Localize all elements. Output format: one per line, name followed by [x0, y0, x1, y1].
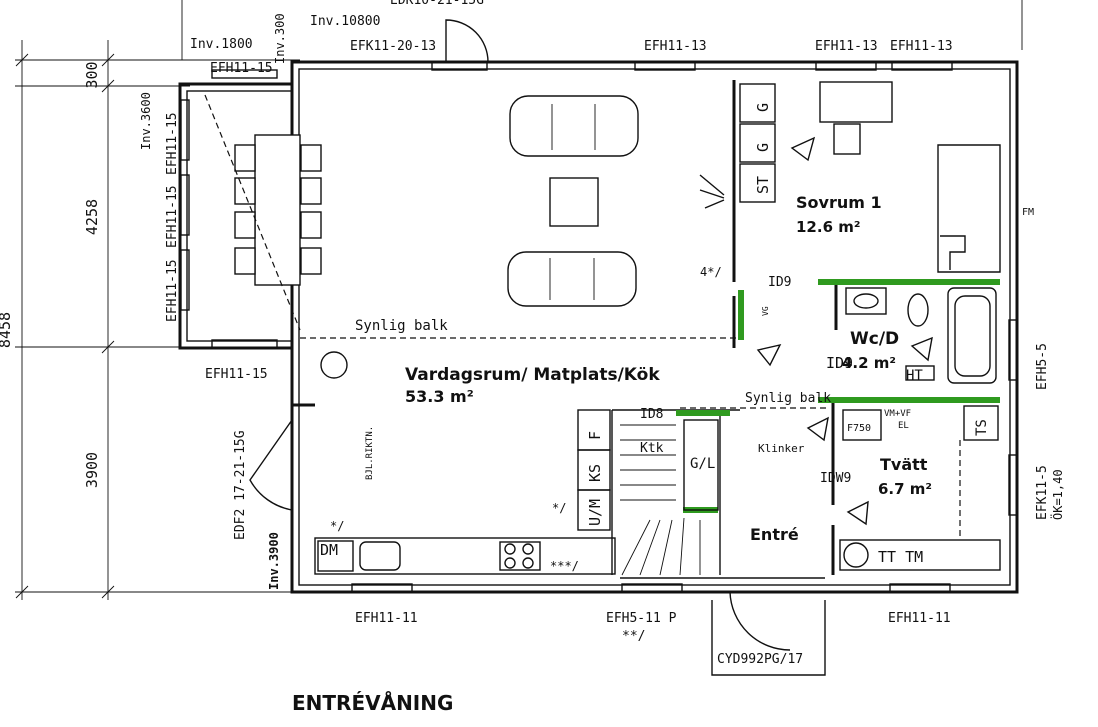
cabinet-f: F — [586, 431, 604, 440]
window-top-right-a: EFH11-13 — [815, 39, 878, 54]
window-right-upper: EFH5-5 — [1035, 343, 1050, 390]
room-living-area: 53.3 m² — [405, 387, 474, 406]
el-label: EL — [898, 421, 909, 431]
door-top-cut: EDK10-21-15G — [390, 0, 484, 8]
living-furniture — [507, 95, 725, 307]
room-wc-name: Wc/D — [850, 329, 899, 349]
star-2: */ — [552, 501, 566, 515]
inv-10800: Inv.10800 — [310, 14, 380, 29]
vm-vf-label: VM+VF — [884, 409, 911, 419]
window-left-under: EFH11-15 — [205, 367, 268, 382]
dim-3900: 3900 — [83, 452, 101, 488]
dim-300: 300 — [83, 61, 101, 88]
bedroom-furniture — [739, 81, 1001, 273]
closet-g1: G — [754, 103, 772, 112]
window-bottom-right: EFH11-11 — [888, 611, 951, 626]
star-3: ***/ — [550, 559, 579, 573]
visible-beam-2: Synlig balk — [745, 391, 831, 406]
laundry-fixtures — [839, 405, 1001, 571]
dining-set — [204, 94, 322, 331]
door-swings — [249, 19, 826, 676]
window-left-upper: EFH11-15 — [165, 112, 180, 175]
staircase — [620, 419, 719, 576]
f750-label: F750 — [847, 423, 871, 434]
bjl-label: BJL.RIKTN. — [365, 426, 375, 480]
closet-g2: G — [754, 143, 772, 152]
plan-title: ENTRÉVÅNING — [292, 691, 453, 715]
room-living-name: Vardagsrum/ Matplats/Kök — [405, 365, 660, 385]
kitchen — [314, 409, 616, 575]
inv-3900: Inv.3900 — [267, 532, 281, 590]
door-left: EDF2 17-21-15G — [233, 430, 248, 540]
dim-8458: 8458 — [0, 312, 14, 348]
window-right-lower-note: ÖK=1,40 — [1049, 469, 1065, 520]
window-top-left: EFH11-15 — [210, 61, 273, 76]
inv-300: Inv.300 — [273, 13, 287, 64]
star-1: */ — [330, 519, 344, 533]
heater-ht: HT — [906, 368, 923, 384]
room-laundry-name: Tvätt — [880, 455, 928, 474]
dishwasher-dm: DM — [320, 541, 338, 559]
door-top: EFK11-20-13 — [350, 39, 436, 54]
window-bottom-center: EFH5-11 P — [606, 611, 677, 626]
room-bedroom-name: Sovrum 1 — [796, 193, 882, 212]
visible-beam-1: Synlig balk — [355, 318, 448, 334]
door-id9: ID9 — [768, 275, 791, 290]
star-4: 4*/ — [700, 265, 722, 279]
inv-3600: Inv.3600 — [139, 92, 153, 150]
door-idw9: IDW9 — [820, 471, 851, 486]
cabinet-um: U/M — [586, 499, 604, 526]
window-top-center: EFH11-13 — [644, 39, 707, 54]
window-top-right-b: EFH11-13 — [890, 39, 953, 54]
section-markers — [756, 136, 933, 526]
window-bottom-left: EFH11-11 — [355, 611, 418, 626]
window-bottom-center-mark: **/ — [622, 629, 645, 644]
dim-4258: 4258 — [83, 199, 101, 235]
fm-label: FM — [1022, 207, 1034, 218]
window-marks — [180, 61, 1018, 593]
window-left-lower: EFH11-15 — [165, 259, 180, 322]
stove — [320, 351, 348, 379]
door-id9-wc: ID9 — [826, 354, 853, 372]
tt-tm-label: TT TM — [878, 548, 923, 566]
gl-label: G/L — [690, 456, 715, 472]
door-id8: ID8 — [640, 407, 663, 422]
inv-1800: Inv.1800 — [190, 37, 253, 52]
window-right-lower: EFK11-5 — [1035, 465, 1050, 520]
entry-door-code: CYD992PG/17 — [717, 652, 803, 667]
wc-fixtures — [845, 287, 997, 384]
room-bedroom-area: 12.6 m² — [796, 218, 860, 236]
room-wc-area: 4.2 m² — [842, 354, 896, 372]
cabinet-ks: KS — [586, 464, 604, 482]
klinker-label: Klinker — [758, 442, 805, 455]
closet-st: ST — [754, 176, 772, 194]
cabinet-ts: TS — [974, 419, 990, 436]
interior-walls — [611, 80, 1000, 579]
window-left-mid: EFH11-15 — [165, 185, 180, 248]
ktk-label: Ktk — [640, 441, 664, 456]
room-laundry-area: 6.7 m² — [878, 480, 932, 498]
dimension-lines — [15, 40, 300, 600]
room-entry-name: Entré — [750, 525, 799, 544]
vg-label: VG — [761, 306, 770, 316]
